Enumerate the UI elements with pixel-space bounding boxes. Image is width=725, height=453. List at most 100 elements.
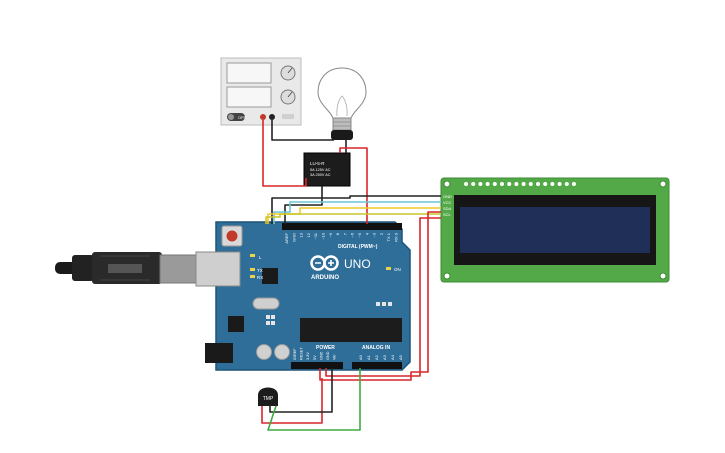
wire-lcd-5v[interactable] xyxy=(319,211,441,381)
digital-pin-label: ~5 xyxy=(357,232,362,237)
wire-lcd-gnd[interactable] xyxy=(271,195,441,224)
lcd-header-pin[interactable] xyxy=(550,182,555,186)
capacitor-1 xyxy=(256,344,272,360)
atmega-chip xyxy=(300,318,402,342)
relay-label-1: LU-5-R xyxy=(310,161,325,166)
led-rx-label: RX xyxy=(257,275,263,280)
analog-pin-label: A3 xyxy=(382,354,387,360)
lcd-header-pin[interactable] xyxy=(507,182,512,186)
digital-label: DIGITAL (PWM~) xyxy=(338,244,378,250)
arduino-uno-board[interactable]: ARDUINO UNO L TX RX ON DIGITAL (PWM~) PO… xyxy=(195,221,411,371)
lcd-pin-label: VCC xyxy=(443,200,452,205)
digital-pin-label: GND xyxy=(291,233,296,242)
analog-header xyxy=(352,362,402,369)
crystal xyxy=(252,297,280,310)
lcd-header-pin[interactable] xyxy=(536,182,540,186)
sensor-label: TMP xyxy=(263,396,274,402)
lcd-header-pin[interactable] xyxy=(485,182,490,186)
wire-ps-negative[interactable] xyxy=(271,120,334,141)
digital-pin-label: 2 xyxy=(379,232,384,235)
lcd-header-pin[interactable] xyxy=(478,182,483,186)
led-l-label: L xyxy=(259,255,262,260)
digital-pin-label: 4 xyxy=(364,232,369,235)
relay[interactable]: LU-5-R 5A 125V AC 3A 250V AC xyxy=(303,152,351,187)
capacitor-2 xyxy=(274,344,290,360)
arduino-brand-text: ARDUINO xyxy=(311,275,339,281)
lcd-header-pin[interactable] xyxy=(543,182,548,186)
on-label: ON xyxy=(394,267,401,272)
lcd-header-pin[interactable] xyxy=(471,182,476,186)
power-pin-label: RESET xyxy=(300,347,304,360)
digital-header xyxy=(282,223,402,230)
digital-pin-label: ~6 xyxy=(350,232,355,237)
wire-sensor-5v[interactable] xyxy=(261,378,323,424)
analog-pin-label: A5 xyxy=(398,354,403,360)
lcd-pin-label: GND xyxy=(443,194,452,199)
digital-pin-label: 12 xyxy=(306,232,311,237)
tmp36-sensor[interactable]: TMP xyxy=(258,387,278,407)
usb-port xyxy=(195,251,241,287)
wire-sensor-a0[interactable] xyxy=(267,368,361,431)
digital-pin-label: TX 1 xyxy=(386,232,391,241)
power-toggle-label: OFF xyxy=(238,115,247,120)
current-display xyxy=(226,86,272,108)
analog-pin-label: A4 xyxy=(390,354,395,360)
lcd-pin-label: SDA xyxy=(443,206,452,211)
wires[interactable] xyxy=(261,120,441,431)
digital-pin-label: 7 xyxy=(342,232,347,235)
uno-model-text: UNO xyxy=(344,257,371,271)
positive-terminal[interactable] xyxy=(260,114,266,120)
power-label: POWER xyxy=(316,345,335,351)
lcd-header-pin[interactable] xyxy=(564,182,569,186)
digital-pin-label: AREF xyxy=(284,232,289,243)
digital-pin-label: RX 0 xyxy=(394,232,399,242)
wire-lcd-scl[interactable] xyxy=(265,213,441,224)
power-pin-label: GND xyxy=(326,351,330,360)
light-bulb[interactable] xyxy=(317,67,367,140)
wire-lcd-gnd-2[interactable] xyxy=(325,217,441,377)
wire-sensor-gnd[interactable] xyxy=(269,368,333,413)
analog-pin-label: A2 xyxy=(374,354,379,360)
lcd-header-pin[interactable] xyxy=(557,182,562,186)
digital-pin-label: ~3 xyxy=(372,232,377,237)
digital-pin-label: 13 xyxy=(299,232,304,237)
power-header xyxy=(291,362,343,369)
analog-label: ANALOG IN xyxy=(362,345,390,351)
power-pin-label: Vin xyxy=(333,355,337,360)
lcd-pin-label: SCL xyxy=(443,212,452,217)
lcd-header-pin[interactable] xyxy=(492,182,497,186)
negative-terminal[interactable] xyxy=(269,114,275,120)
lcd-header-pin[interactable] xyxy=(521,182,526,186)
wire-lcd-vcc[interactable] xyxy=(273,201,441,224)
lcd-header-pin[interactable] xyxy=(464,182,468,186)
digital-pin-label: 8 xyxy=(335,232,340,235)
wire-ps-positive[interactable] xyxy=(262,120,307,187)
power-jack[interactable] xyxy=(205,343,233,363)
power-toggle-switch[interactable]: OFF xyxy=(227,113,247,121)
lcd-header-pin[interactable] xyxy=(514,182,519,186)
led-tx-label: TX xyxy=(257,268,263,273)
reset-button[interactable] xyxy=(221,225,243,247)
power-pin-label: 3.3V xyxy=(306,352,310,360)
digital-pin-label: ~10 xyxy=(321,232,326,240)
analog-pin-label: A1 xyxy=(366,354,371,360)
digital-pin-label: ~9 xyxy=(328,232,333,237)
power-pin-label: IOREF xyxy=(293,348,297,360)
digital-pin-label: ~11 xyxy=(313,232,318,239)
relay-label-3: 3A 250V AC xyxy=(310,173,331,177)
wire-relay-signal[interactable] xyxy=(339,147,368,224)
lcd-header-pin[interactable] xyxy=(500,182,504,186)
lcd-header-pins xyxy=(464,182,576,186)
regulator-chip xyxy=(228,316,244,332)
lcd-header-pin[interactable] xyxy=(528,182,533,186)
power-pin-label: 5V xyxy=(313,355,317,360)
power-pin-label: GND xyxy=(319,351,323,360)
power-supply[interactable]: OFF xyxy=(220,57,302,126)
lcd-header-pin[interactable] xyxy=(572,182,576,186)
